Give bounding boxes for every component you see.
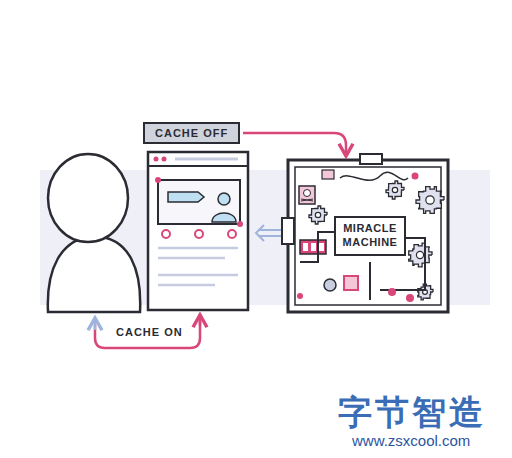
bulb <box>412 173 419 180</box>
page-dot <box>195 230 203 238</box>
page-image <box>158 180 240 224</box>
gear <box>386 181 404 199</box>
watermark: 字节智造 <box>338 390 486 436</box>
page-dot <box>155 177 161 183</box>
cache-off-arrow <box>243 133 346 156</box>
machine-label-box: MIRACLE MACHINE <box>334 216 406 256</box>
gear-hub <box>416 251 423 258</box>
bulb <box>388 288 396 296</box>
pipe <box>300 232 334 262</box>
bulb <box>297 293 303 299</box>
node-text: CACHE OFF <box>155 127 228 139</box>
pink-box <box>344 276 358 290</box>
arrow-label: CACHE ON <box>116 326 183 338</box>
gear <box>309 206 327 224</box>
page-text-line <box>158 274 238 277</box>
page-dot <box>237 221 243 227</box>
machine-housing <box>288 160 448 312</box>
page-text-line <box>158 247 238 250</box>
watermark-url: www.zsxcool.com <box>352 432 470 449</box>
machine-inner-wall <box>295 167 441 305</box>
page-dot <box>162 157 167 162</box>
page-dot <box>228 230 236 238</box>
pipe <box>369 262 371 300</box>
page-text-line <box>158 257 225 260</box>
control-panel <box>300 240 326 254</box>
gear <box>416 187 444 214</box>
panel-light <box>303 243 308 251</box>
belt <box>340 172 408 180</box>
gear-hub <box>426 196 434 204</box>
person-head <box>48 154 128 242</box>
machine-door <box>282 218 294 244</box>
cache-on-head <box>199 315 202 326</box>
panel-light <box>311 243 316 251</box>
person-body <box>48 236 140 312</box>
pink-box <box>322 170 334 179</box>
gear-hub <box>392 187 397 192</box>
skull <box>304 190 311 197</box>
crossbones <box>301 199 313 201</box>
return-arrow <box>256 225 282 241</box>
avatar-body <box>212 213 236 222</box>
page-text-line <box>158 284 215 287</box>
machine-inlet <box>360 154 382 164</box>
gear-hub <box>315 212 320 217</box>
web-page <box>148 152 248 310</box>
page-url-bar <box>175 158 238 161</box>
bulb <box>406 294 414 302</box>
cache-on-loop <box>95 314 200 348</box>
warning-sign <box>299 186 315 204</box>
brain-blob <box>324 279 336 291</box>
gear <box>409 243 432 267</box>
label-box: CACHE OFF <box>143 122 240 144</box>
speech-bubble <box>168 192 204 202</box>
panel-light <box>319 243 324 251</box>
avatar-head <box>218 193 230 205</box>
art-part <box>309 181 444 300</box>
page-dot <box>162 230 170 238</box>
page-header-line <box>148 165 248 167</box>
node-text: MIRACLE MACHINE <box>341 222 399 250</box>
cache-on-head <box>94 318 97 330</box>
page-dot <box>154 157 159 162</box>
